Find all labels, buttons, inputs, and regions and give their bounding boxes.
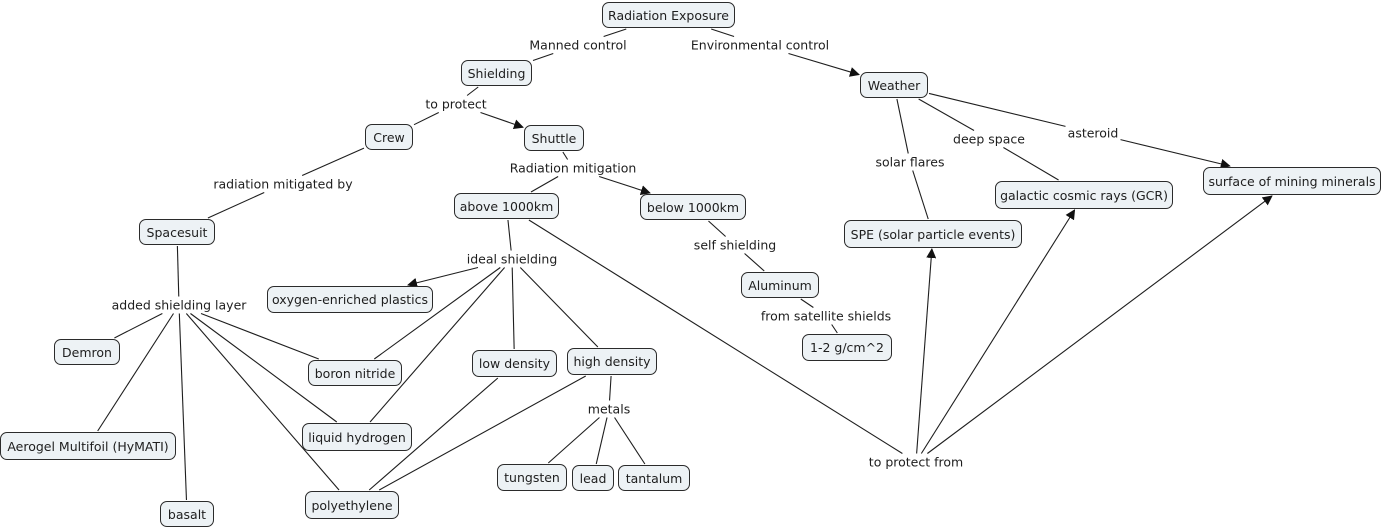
- concept-node-gcr[interactable]: galactic cosmic rays (GCR): [995, 181, 1173, 209]
- concept-node-polyethylene[interactable]: polyethylene: [305, 491, 399, 519]
- concept-node-lead[interactable]: lead: [572, 465, 614, 491]
- concept-node-aerogel[interactable]: Aerogel Multifoil (HyMATI): [0, 432, 176, 460]
- connector-highdensity-to-p_metals: [608, 375, 612, 401]
- connector-p_deep-to-gcr: [1003, 147, 1059, 181]
- concept-node-shuttle[interactable]: Shuttle: [524, 125, 584, 151]
- linking-phrase-added[interactable]: added shielding layer: [110, 297, 248, 313]
- connector-radiation-to-p_env: [711, 28, 735, 38]
- connector-above-to-p_ideal: [507, 219, 512, 251]
- connector-radiation-to-p_manned: [603, 28, 627, 38]
- connector-p_added-to-demron: [114, 313, 163, 339]
- linking-phrase-metals[interactable]: metals: [586, 401, 632, 417]
- connector-p_radmit-to-below: [598, 175, 651, 195]
- linking-phrase-radmit[interactable]: Radiation mitigation: [508, 160, 638, 176]
- concept-node-tantalum[interactable]: tantalum: [618, 465, 690, 491]
- concept-node-crew[interactable]: Crew: [365, 124, 413, 150]
- connector-p_added-to-aerogel: [97, 313, 174, 432]
- linking-phrase-selfshield[interactable]: self shielding: [692, 237, 778, 253]
- linking-phrase-manned[interactable]: Manned control: [528, 37, 628, 53]
- linking-phrase-protectfrom[interactable]: to protect from: [867, 454, 965, 470]
- concept-node-tungsten[interactable]: tungsten: [497, 464, 567, 491]
- connector-p_protectfrom-to-surface: [927, 195, 1273, 454]
- concept-node-spe[interactable]: SPE (solar particle events): [844, 220, 1022, 248]
- connector-p_ideal-to-boron: [373, 267, 501, 360]
- connector-p_protectfrom-to-gcr: [920, 209, 1076, 454]
- connector-highdensity-to-polyethylene: [378, 375, 586, 491]
- concept-node-above[interactable]: above 1000km: [454, 193, 559, 219]
- connector-crew-to-p_radmitby: [301, 147, 365, 177]
- linking-phrase-env[interactable]: Environmental control: [689, 37, 831, 53]
- connector-p_toprotect-to-crew: [413, 112, 439, 126]
- connector-p_radmitby-to-spacesuit: [207, 191, 265, 219]
- linking-phrase-radmitby[interactable]: radiation mitigated by: [212, 176, 354, 192]
- concept-node-weather[interactable]: Weather: [860, 72, 928, 98]
- linking-phrase-satellite[interactable]: from satellite shields: [759, 308, 893, 324]
- connector-p_metals-to-tantalum: [614, 417, 646, 465]
- connector-p_added-to-boron: [200, 312, 319, 360]
- connector-p_added-to-polyethylene: [185, 313, 340, 491]
- connector-shuttle-to-p_radmit: [562, 151, 569, 160]
- concept-node-surface[interactable]: surface of mining minerals: [1203, 167, 1381, 195]
- linking-phrase-toprotect[interactable]: to protect: [424, 96, 488, 112]
- connector-spacesuit-to-p_added: [176, 245, 180, 297]
- connector-weather-to-p_solar: [896, 98, 909, 154]
- connector-p_ideal-to-highdensity: [519, 267, 599, 348]
- concept-node-aluminum[interactable]: Aluminum: [741, 272, 819, 298]
- connector-p_satellite-to-gcm: [831, 324, 838, 334]
- concept-node-spacesuit[interactable]: Spacesuit: [139, 219, 215, 245]
- connector-p_selfshield-to-aluminum: [744, 253, 765, 272]
- connector-p_protectfrom-to-spe: [916, 248, 937, 454]
- connector-aluminum-to-p_satellite: [800, 298, 814, 308]
- connector-lowdensity-to-polyethylene: [368, 377, 499, 491]
- connector-p_ideal-to-oxygen: [407, 266, 479, 288]
- concept-node-boron[interactable]: boron nitride: [308, 360, 402, 386]
- concept-node-below[interactable]: below 1000km: [640, 194, 746, 220]
- concept-node-highdensity[interactable]: high density: [567, 348, 657, 375]
- concept-node-liquidh[interactable]: liquid hydrogen: [302, 423, 412, 451]
- connector-above-to-p_protectfrom: [528, 219, 903, 454]
- connector-p_added-to-basalt: [178, 313, 188, 501]
- connector-p_metals-to-lead: [595, 417, 608, 465]
- connector-p_ideal-to-liquidh: [369, 267, 506, 423]
- connector-shielding-to-p_toprotect: [466, 86, 479, 96]
- connector-weather-to-p_deep: [918, 98, 975, 131]
- connector-weather-to-p_asteroid: [928, 92, 1066, 127]
- concept-node-gcm[interactable]: 1-2 g/cm^2: [802, 334, 892, 361]
- connector-p_manned-to-shielding: [532, 52, 554, 61]
- connector-p_env-to-weather: [788, 52, 860, 77]
- linking-phrase-deep[interactable]: deep space: [952, 131, 1026, 147]
- linking-phrase-solar[interactable]: solar flares: [874, 154, 946, 170]
- linking-phrase-ideal[interactable]: ideal shielding: [465, 251, 559, 267]
- connector-p_toprotect-to-shuttle: [480, 111, 524, 130]
- connector-below-to-p_selfshield: [708, 220, 726, 237]
- concept-node-oxygen[interactable]: oxygen-enriched plastics: [267, 286, 433, 313]
- connector-p_solar-to-spe: [912, 170, 929, 220]
- linking-phrase-asteroid[interactable]: asteroid: [1066, 125, 1120, 141]
- concept-node-basalt[interactable]: basalt: [160, 501, 214, 527]
- connector-p_radmit-to-above: [530, 176, 559, 193]
- concept-node-radiation[interactable]: Radiation Exposure: [602, 2, 735, 28]
- connector-p_metals-to-tungsten: [547, 417, 600, 464]
- connector-p_added-to-liquidh: [190, 313, 338, 423]
- concept-node-demron[interactable]: Demron: [54, 339, 120, 365]
- concept-node-shielding[interactable]: Shielding: [461, 60, 532, 86]
- concept-node-lowdensity[interactable]: low density: [472, 350, 557, 377]
- connector-p_asteroid-to-surface: [1120, 139, 1231, 169]
- connector-p_ideal-to-lowdensity: [511, 267, 515, 350]
